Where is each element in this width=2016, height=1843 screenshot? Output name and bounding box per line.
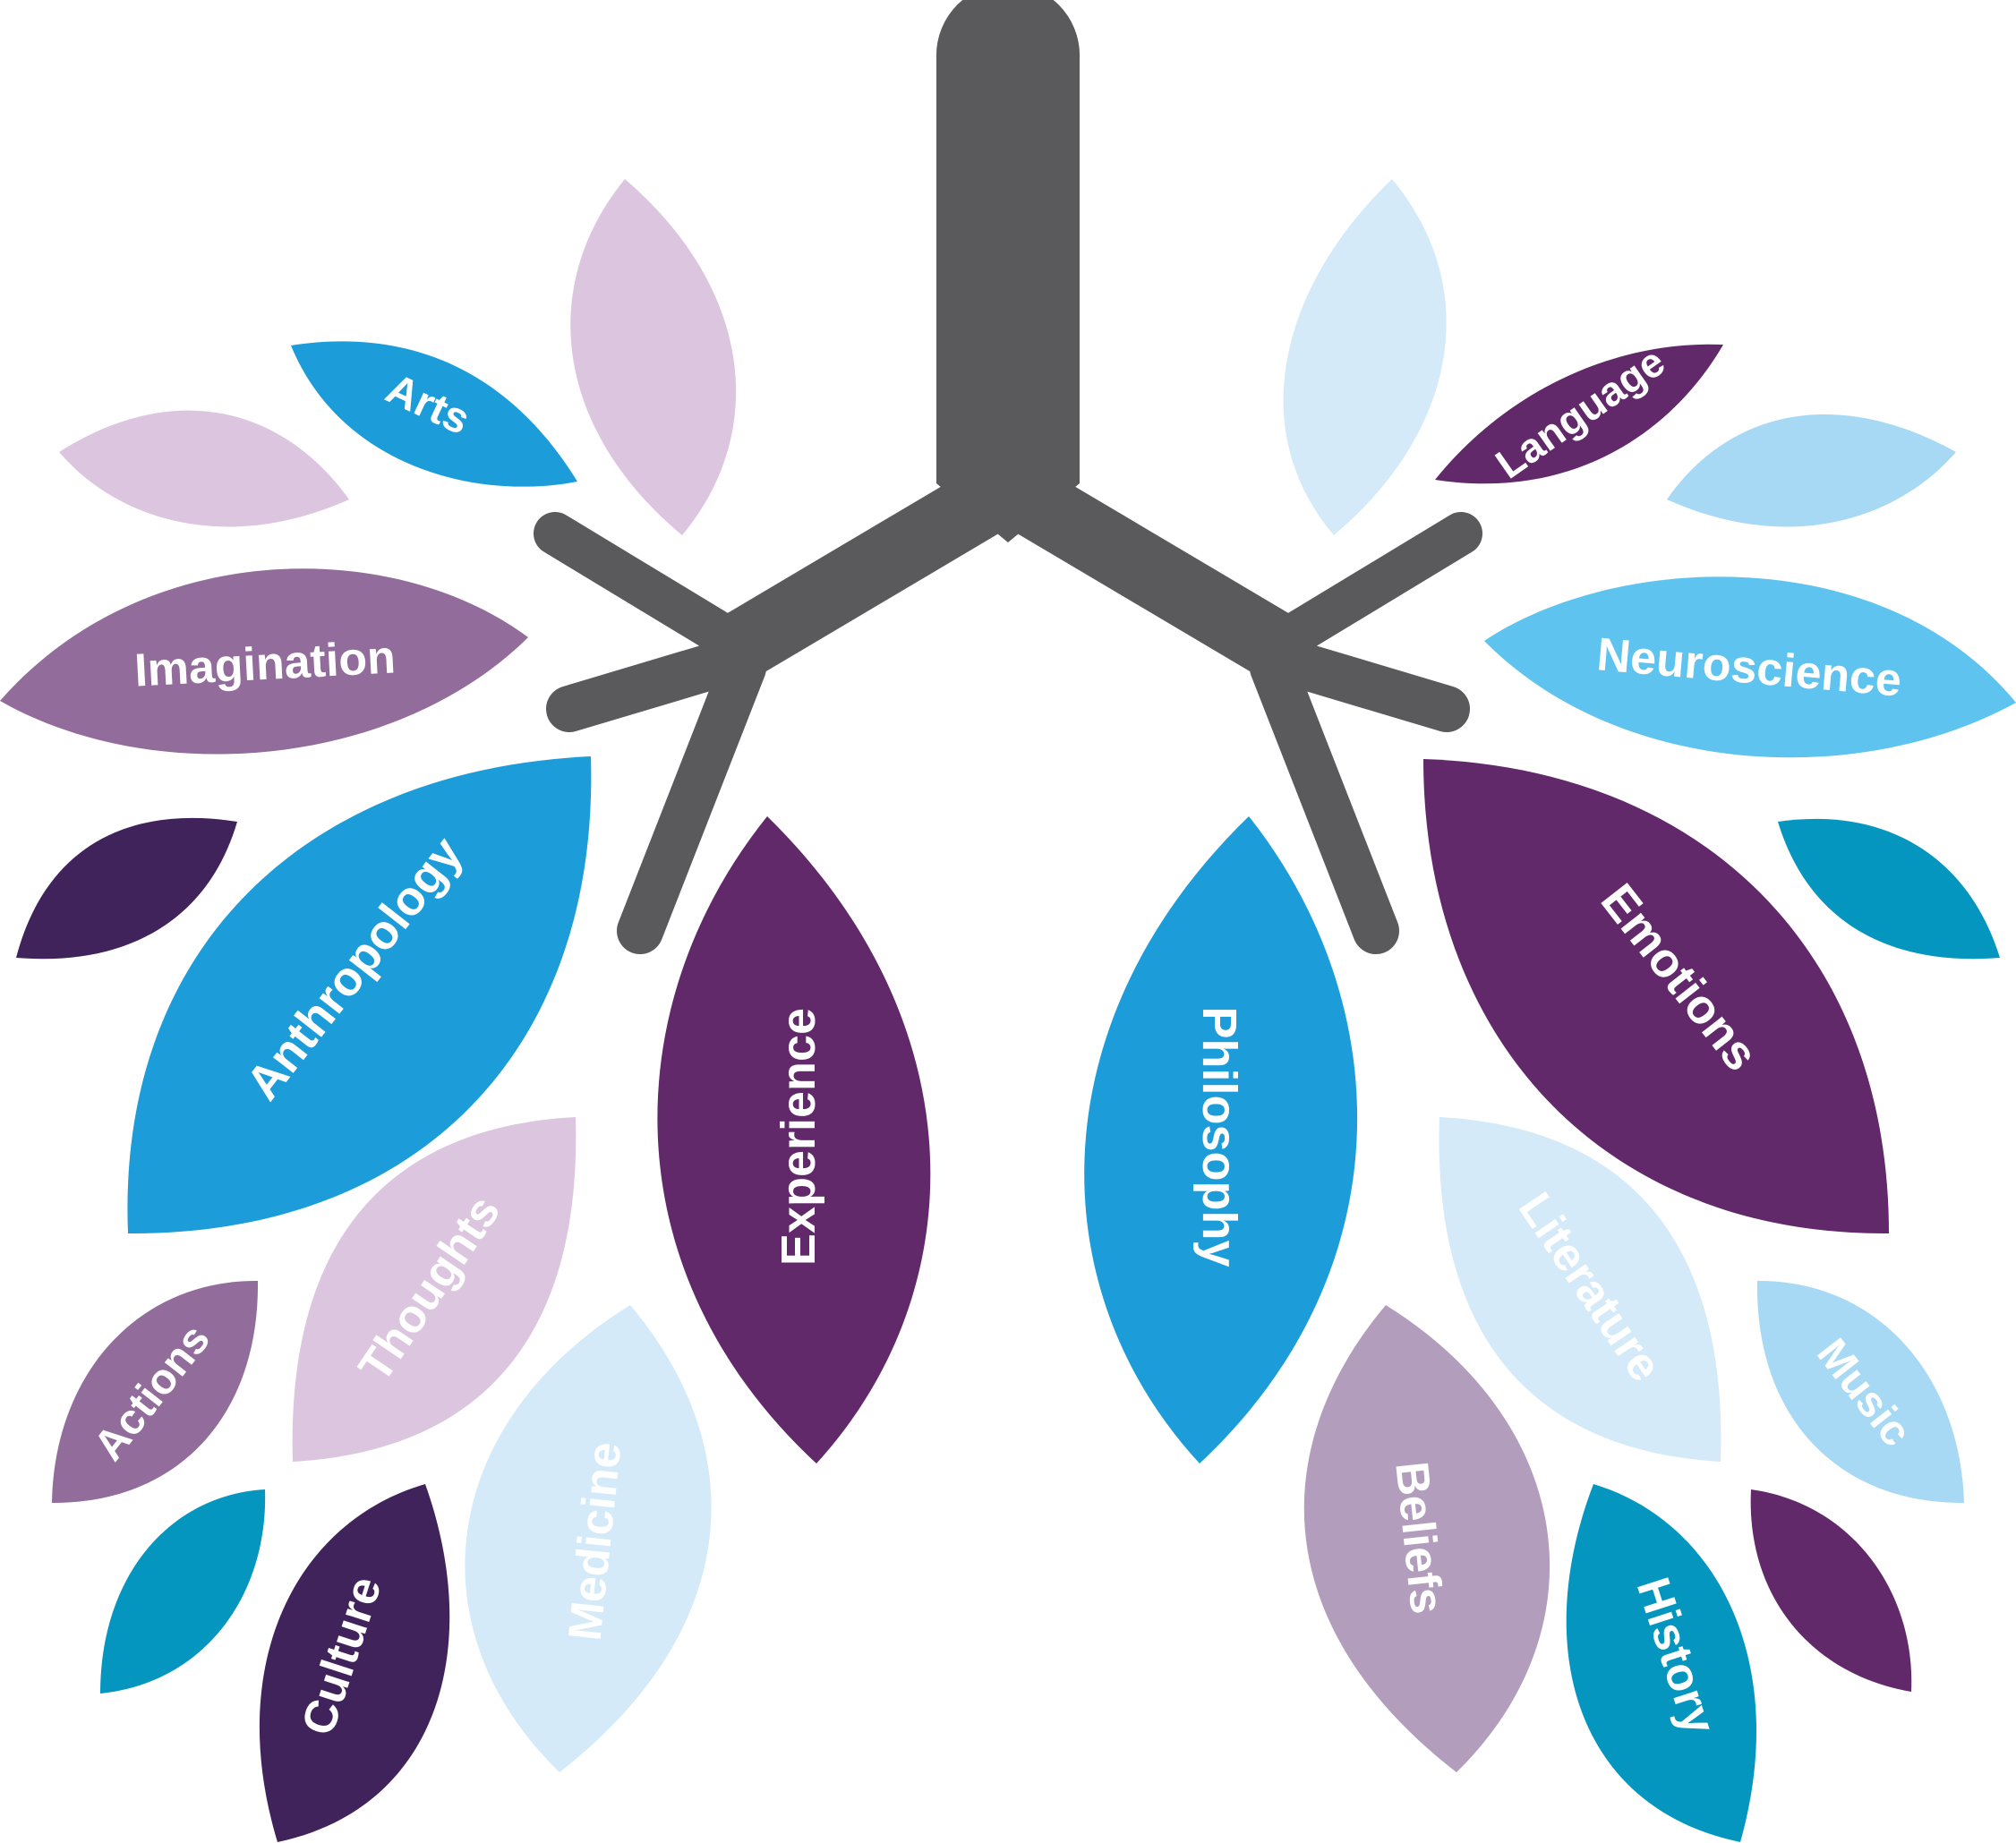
left-branch-upper	[555, 533, 716, 631]
leaf-decorative	[59, 411, 349, 527]
left-main-bronchus	[743, 501, 985, 644]
leaf-decorative	[1284, 179, 1447, 535]
leaf-decorative	[16, 818, 237, 959]
leaf-decorative	[1667, 414, 1956, 527]
right-main-bronchus	[1031, 501, 1273, 644]
leaf-decorative	[1778, 819, 2000, 959]
label-philosophy: Philosophy	[1192, 1006, 1246, 1267]
labeled-leaves	[0, 341, 2016, 1842]
label-experience: Experience	[772, 1008, 825, 1266]
right-branch-upper	[1300, 533, 1461, 631]
left-branch-middle	[569, 668, 707, 709]
leaf-decorative	[570, 179, 736, 535]
leaf-decorative	[100, 1489, 265, 1694]
leaf-decorative	[1751, 1489, 1912, 1692]
right-branch-middle	[1309, 668, 1447, 709]
